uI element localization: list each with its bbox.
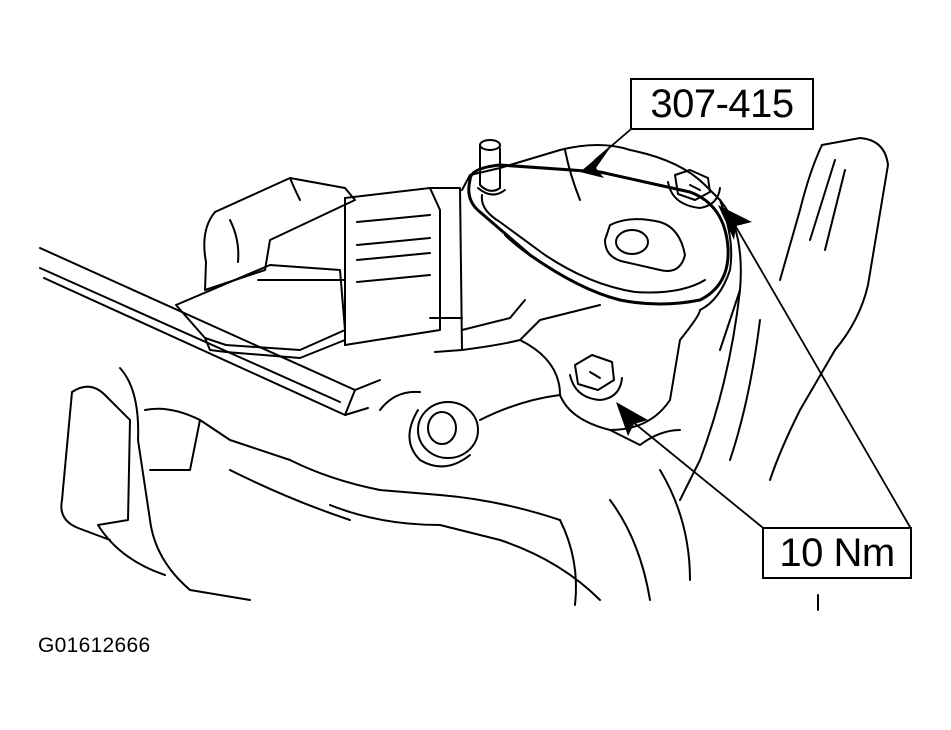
arrowhead-tool <box>580 145 612 178</box>
pivot-arm-tool <box>467 163 730 306</box>
sensor-housing <box>461 144 742 446</box>
torque-spec-label: 10 Nm <box>779 531 895 575</box>
lower-housing <box>60 367 601 601</box>
bushing <box>379 390 561 468</box>
torque-spec-callout: 10 Nm <box>762 527 912 579</box>
upper-bolt <box>667 169 721 209</box>
electrical-connector <box>175 177 463 359</box>
tool-number-callout: 307-415 <box>630 78 814 130</box>
leader-lines <box>594 129 911 528</box>
pivot-stud <box>477 139 506 196</box>
guide-rail <box>39 247 381 416</box>
tool-number-label: 307-415 <box>650 82 794 126</box>
figure-id: G01612666 <box>38 634 151 657</box>
arrowhead-lower-bolt <box>616 402 648 436</box>
arrowheads <box>580 145 752 436</box>
arrowhead-upper-bolt <box>718 205 752 240</box>
lower-bolt <box>569 354 623 401</box>
right-bracket <box>559 137 889 611</box>
